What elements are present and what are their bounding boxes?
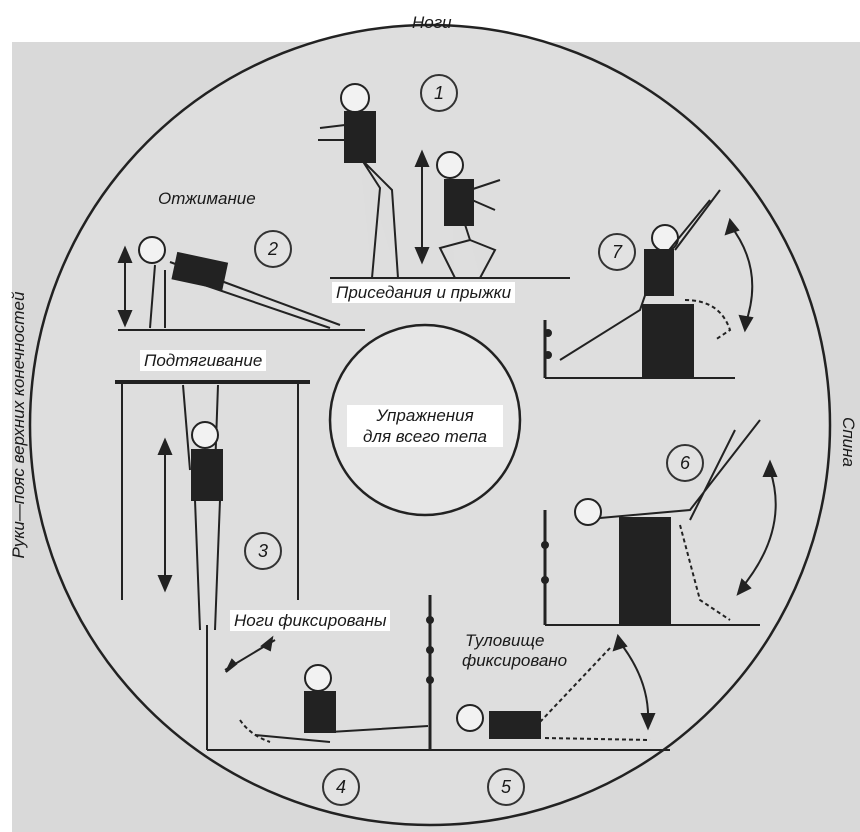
exercise-number-1: 1: [420, 74, 458, 112]
exercise-number-6: 6: [666, 444, 704, 482]
pushup-figure: [117, 236, 365, 331]
label-torso-fixed-1: Туловище: [465, 631, 545, 650]
exercise-number-3: 3: [244, 532, 282, 570]
pullup-figure: [115, 380, 310, 631]
center-label: Упражнения для всего тепа: [347, 405, 503, 447]
hyperextension-figure: [543, 189, 754, 379]
label-squats-jumps: Приседания и прыжки: [332, 282, 516, 303]
label-torso-fixed-2: фиксировано: [462, 651, 568, 670]
exercise-number-4: 4: [322, 768, 360, 806]
label-pushup: Отжимание: [158, 189, 256, 208]
exercise-number-5: 5: [487, 768, 525, 806]
exercise-number-2: 2: [254, 230, 292, 268]
label-back: Спина: [839, 417, 858, 467]
center-label-line2: для всего тепа: [362, 427, 488, 446]
label-legs: Ноги: [412, 13, 452, 32]
center-label-line1: Упражнения: [376, 406, 474, 425]
floor-figures: [206, 595, 670, 751]
squat-figures: [318, 83, 570, 279]
label-legs-fixed: Ноги фиксированы: [230, 610, 391, 631]
exercise-number-7: 7: [598, 233, 636, 271]
label-pullup: Подтягивание: [140, 350, 267, 371]
back-extension-figure: [541, 419, 778, 626]
label-arms-shoulder-girdle: Руки—пояс верхних конечностей: [9, 291, 28, 559]
